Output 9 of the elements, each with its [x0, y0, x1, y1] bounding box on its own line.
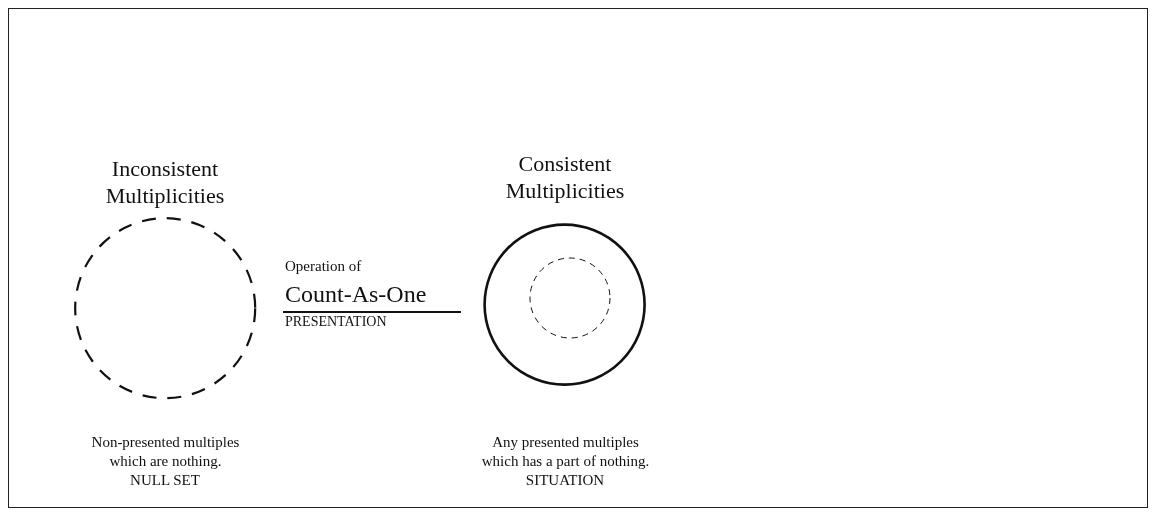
- heading: Consistent Multiplicities: [504, 150, 626, 204]
- caption-text: NULL SET: [129, 471, 201, 490]
- label-text: PRESENTATION: [285, 314, 387, 330]
- caption-text: Any presented multiples which has a part of nothing.: [480, 433, 651, 471]
- caption-text: Non-presented multiples which are nothing.: [90, 433, 241, 471]
- label-text: Count-As-One: [285, 281, 427, 308]
- label-text: Operation of: [285, 258, 362, 275]
- heading: Inconsistent Multiplicities: [104, 155, 226, 209]
- caption-text: SITUATION: [524, 471, 606, 490]
